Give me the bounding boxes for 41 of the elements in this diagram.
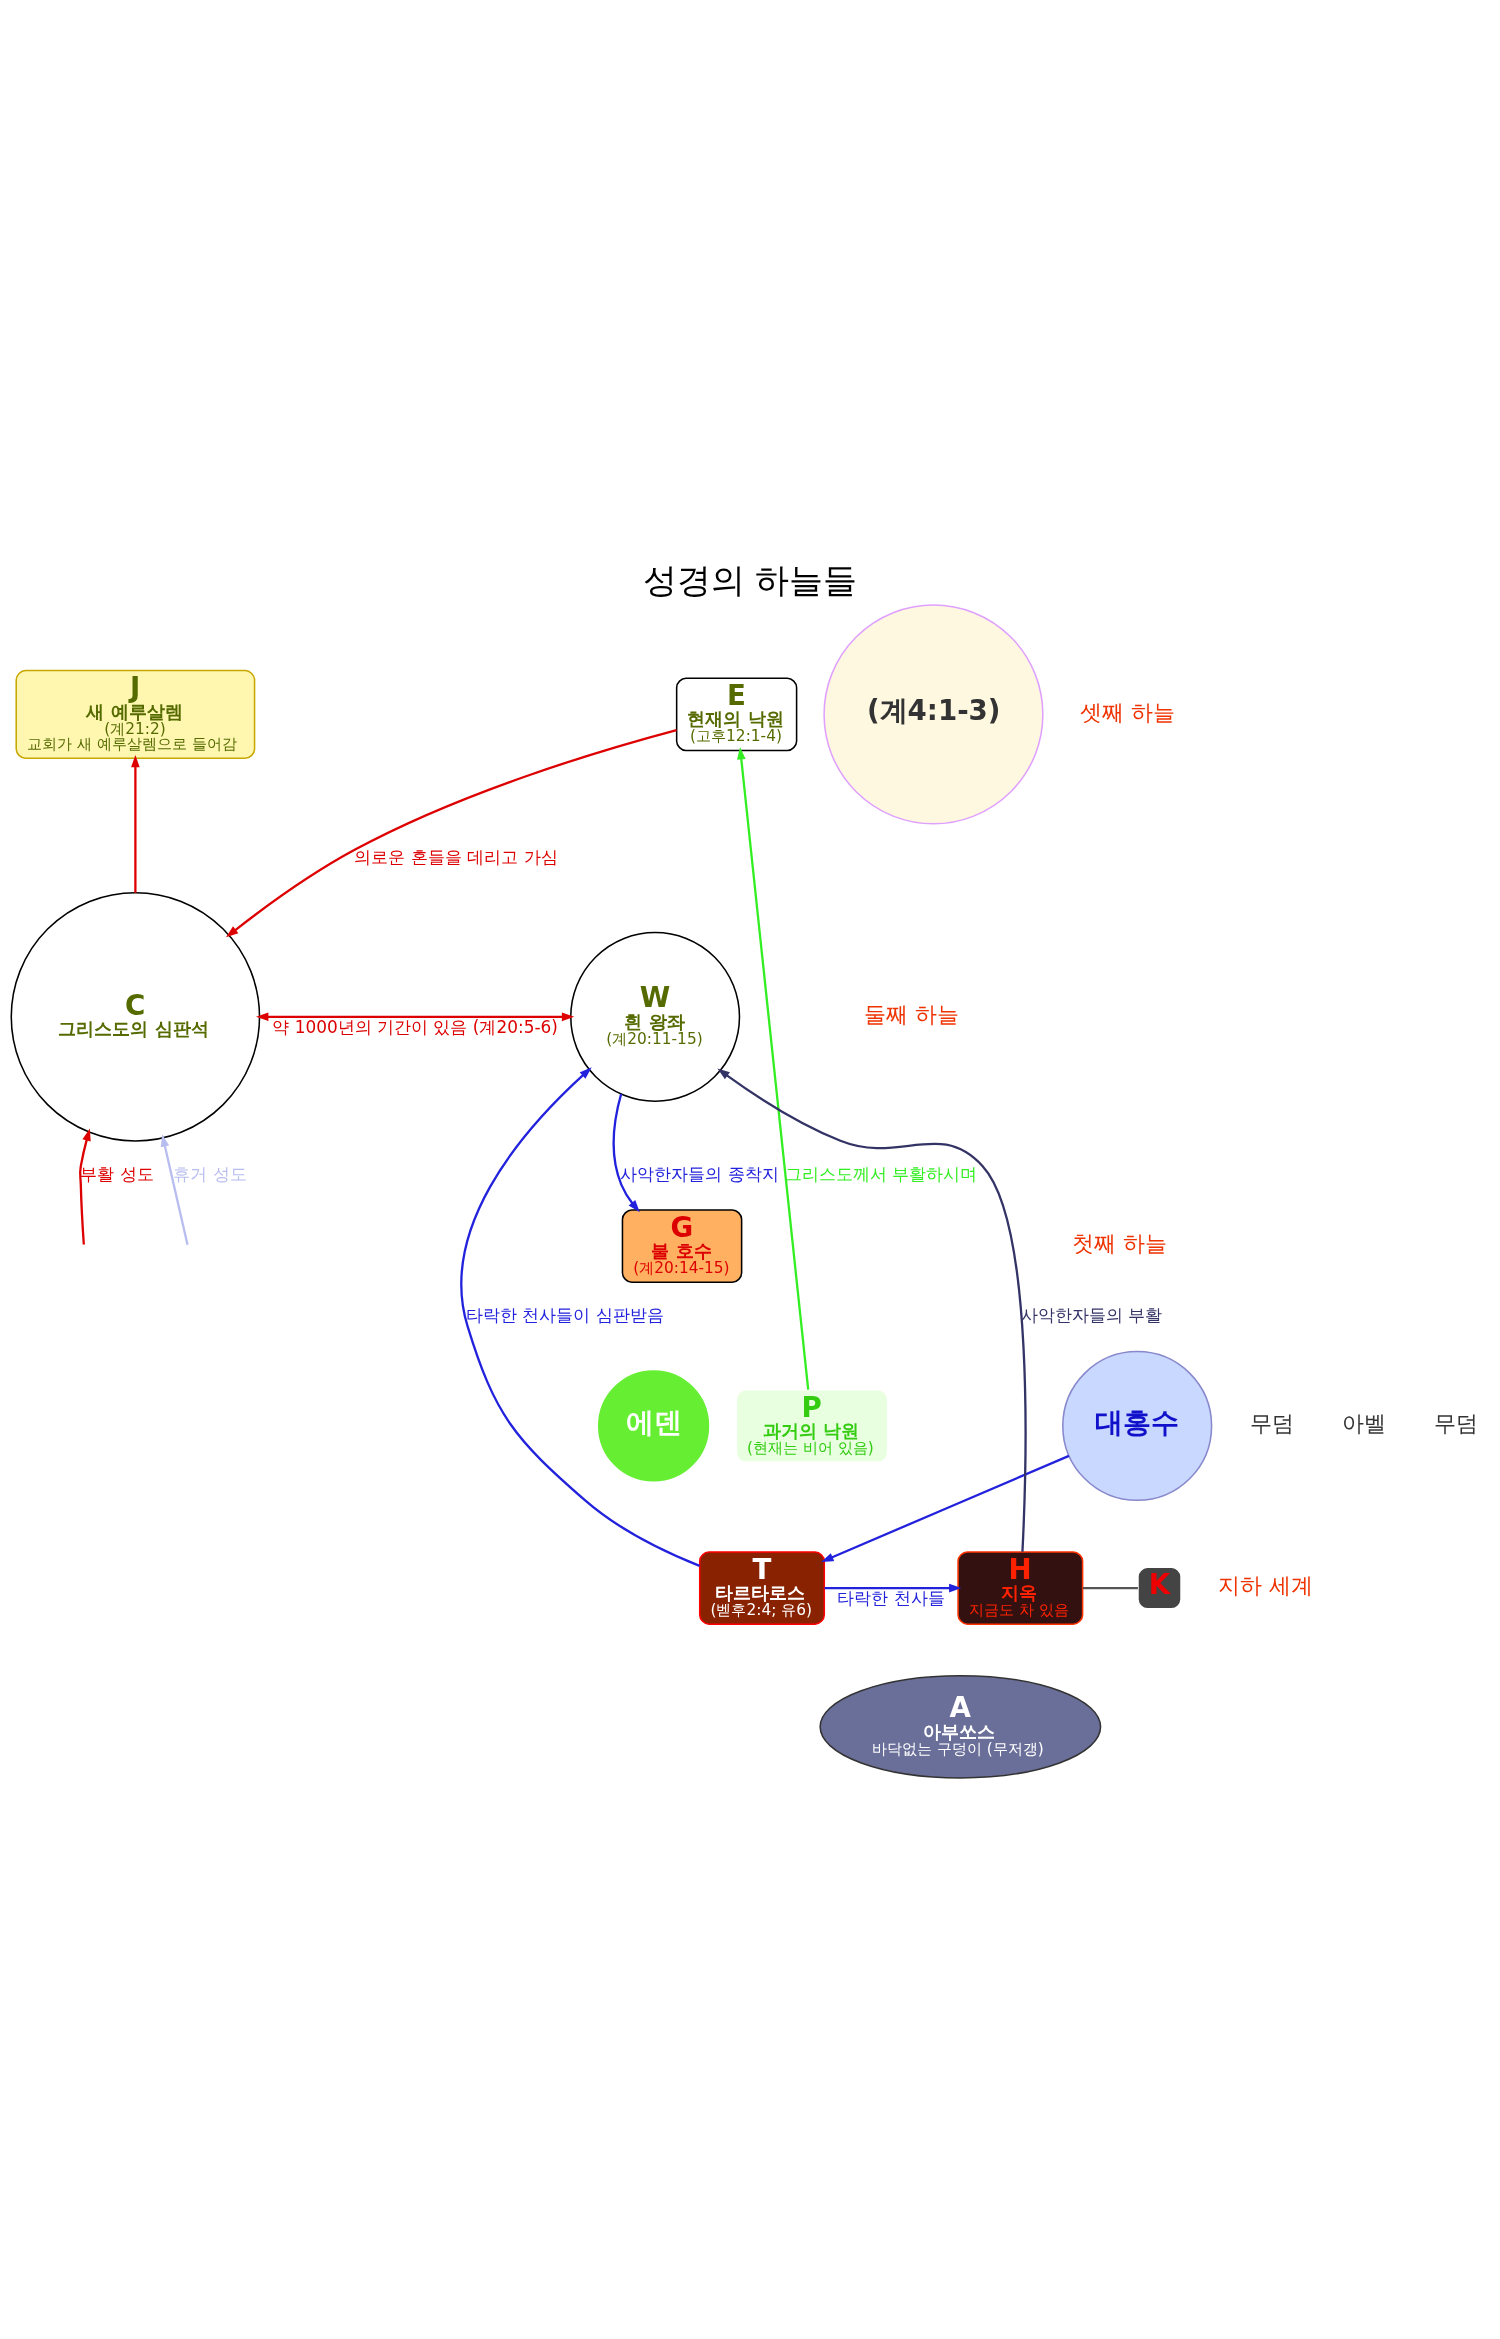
node-ellipse: A 아부쏘스 바닥없는 구덩이 (무저갱)	[819, 1674, 1102, 1779]
label: 지하 세계	[1218, 1572, 1314, 1598]
label: 둘째 하늘	[863, 1001, 959, 1027]
label: 아벨	[1342, 1410, 1387, 1436]
node-circle: W 흰 왕좌 (계20:11-15)	[570, 931, 741, 1102]
node-circle: 대홍수	[1062, 1350, 1213, 1501]
label: 첫째 하늘	[1072, 1230, 1167, 1256]
node-box: G 불 호수 (계20:14-15)	[621, 1208, 743, 1283]
edge-label: 그리스도께서 부활하시며	[784, 1163, 977, 1184]
arrow	[717, 1067, 1027, 1552]
edge-label: 부활 성도	[80, 1163, 154, 1184]
node-box: J 새 예루살렘 (계21:2) 교회가 새 예루살렘으로 들어감	[15, 669, 256, 759]
arrow	[78, 1128, 91, 1245]
arrow	[824, 1583, 962, 1592]
label: 무덤	[1434, 1410, 1479, 1436]
diagram-title: 성경의 하늘들	[642, 560, 858, 600]
edge-label: 사악한자들의 부활	[1020, 1304, 1163, 1325]
node-box: P 과거의 낙원 (현재는 비어 있음)	[735, 1388, 889, 1463]
node-box: K	[1137, 1566, 1182, 1610]
arrow	[737, 746, 810, 1390]
node-box: H 지옥 지금도 차 있음	[957, 1550, 1084, 1625]
arrow	[821, 1454, 1070, 1562]
arrow	[226, 728, 677, 937]
node-circle: (계4:1-3)	[823, 603, 1044, 825]
arrow	[460, 1066, 701, 1567]
arrow	[256, 1012, 575, 1021]
arrow	[612, 1093, 640, 1212]
node-circle: 에덴	[597, 1369, 710, 1482]
edge-label: 사악한자들의 종착지	[620, 1163, 779, 1184]
edge-label: 약 1000년의 기간이 있음 (계20:5-6)	[272, 1016, 558, 1037]
label: 무덤	[1249, 1410, 1294, 1436]
arrow	[160, 1133, 189, 1245]
label: 셋째 하늘	[1079, 699, 1175, 725]
arrow	[131, 754, 140, 893]
edge-label: 타락한 천사들이 심판받음	[465, 1304, 664, 1325]
node-box: E 현재의 낙원 (고후12:1-4)	[675, 677, 798, 751]
node-box: T 타르타로스 (벧후2:4; 유6)	[698, 1550, 826, 1625]
edge-label: 의로운 혼들을 데리고 가심	[354, 846, 558, 867]
edge-label: 휴거 성도	[173, 1163, 247, 1184]
connector	[1082, 1586, 1138, 1589]
edge-label: 타락한 천사들	[837, 1587, 945, 1608]
